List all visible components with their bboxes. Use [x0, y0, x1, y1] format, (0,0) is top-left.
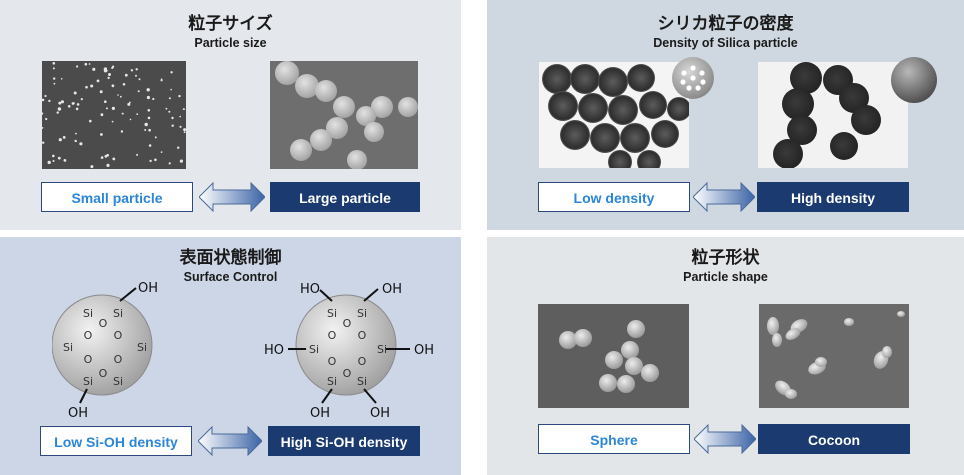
oh-group: OH	[310, 406, 330, 421]
si-atom: Si	[309, 343, 319, 356]
porous-sphere-icon	[672, 57, 714, 99]
density-panel: シリカ粒子の密度 Density of Silica particle	[487, 0, 964, 230]
si-atom: Si	[377, 343, 387, 356]
low-density-image	[539, 62, 689, 168]
surface-control-panel: 表面状態制御 Surface Control Si Si O O O Si Si…	[0, 237, 461, 475]
o-atom: O	[114, 353, 123, 366]
sphere-image	[538, 304, 689, 408]
density-title: シリカ粒子の密度 Density of Silica particle	[487, 9, 964, 50]
o-atom: O	[328, 355, 337, 368]
title-jp: 粒子サイズ	[188, 14, 273, 34]
double-arrow-icon	[693, 182, 755, 212]
o-atom: O	[84, 353, 93, 366]
particle-shape-panel: 粒子形状 Particle shape	[487, 237, 964, 475]
si-atom: Si	[327, 375, 337, 388]
title-jp: シリカ粒子の密度	[657, 14, 794, 34]
particle-size-panel: 粒子サイズ Particle size Small particle	[0, 0, 461, 230]
si-atom: Si	[137, 341, 147, 354]
oh-group: OH	[414, 343, 434, 358]
small-particle-image	[42, 61, 186, 169]
sphere-label: Sphere	[538, 424, 690, 454]
si-atom: Si	[357, 375, 367, 388]
particle-size-title: 粒子サイズ Particle size	[0, 9, 461, 50]
low-density-label: Low density	[538, 182, 690, 212]
oh-group: OH	[68, 406, 88, 421]
o-atom: O	[84, 329, 93, 342]
high-density-label: High density	[757, 182, 909, 212]
surface-control-title: 表面状態制御 Surface Control	[0, 243, 461, 284]
title-en: Particle shape	[683, 270, 768, 284]
low-sioh-structure-diagram: Si Si O O O Si Si O O O Si Si OH OH	[52, 281, 158, 421]
si-atom: Si	[357, 307, 367, 320]
o-atom: O	[99, 367, 108, 380]
title-en: Particle size	[194, 36, 267, 50]
ho-group: HO	[300, 282, 320, 297]
ho-group: HO	[264, 343, 284, 358]
o-atom: O	[358, 329, 367, 342]
oh-group: OH	[382, 282, 402, 297]
double-arrow-icon	[694, 424, 756, 454]
o-atom: O	[358, 355, 367, 368]
large-particle-label: Large particle	[270, 182, 420, 212]
large-particle-image	[270, 61, 418, 169]
high-sioh-structure-diagram: Si Si O O O Si Si O O O Si Si HO OH HO O…	[264, 282, 434, 421]
high-sioh-label: High Si-OH density	[268, 426, 420, 456]
si-atom: Si	[63, 341, 73, 354]
o-atom: O	[114, 329, 123, 342]
cocoon-image	[759, 304, 909, 408]
si-atom: Si	[113, 375, 123, 388]
si-atom: Si	[83, 375, 93, 388]
o-atom: O	[99, 317, 108, 330]
oh-group: OH	[370, 406, 390, 421]
title-en: Density of Silica particle	[653, 36, 798, 50]
double-arrow-icon	[198, 426, 262, 456]
o-atom: O	[328, 329, 337, 342]
title-en: Surface Control	[183, 270, 278, 284]
o-atom: O	[343, 317, 352, 330]
cocoon-label: Cocoon	[758, 424, 910, 454]
low-sioh-label: Low Si-OH density	[40, 426, 192, 456]
o-atom: O	[343, 367, 352, 380]
title-jp: 表面状態制御	[179, 248, 282, 268]
double-arrow-icon	[199, 182, 265, 212]
si-atom: Si	[113, 307, 123, 320]
si-atom: Si	[83, 307, 93, 320]
small-particle-label: Small particle	[41, 182, 193, 212]
solid-sphere-icon	[891, 57, 937, 103]
particle-shape-title: 粒子形状 Particle shape	[487, 243, 964, 284]
si-atom: Si	[327, 307, 337, 320]
title-jp: 粒子形状	[691, 248, 760, 268]
oh-group: OH	[138, 281, 158, 296]
high-density-image	[758, 62, 908, 168]
